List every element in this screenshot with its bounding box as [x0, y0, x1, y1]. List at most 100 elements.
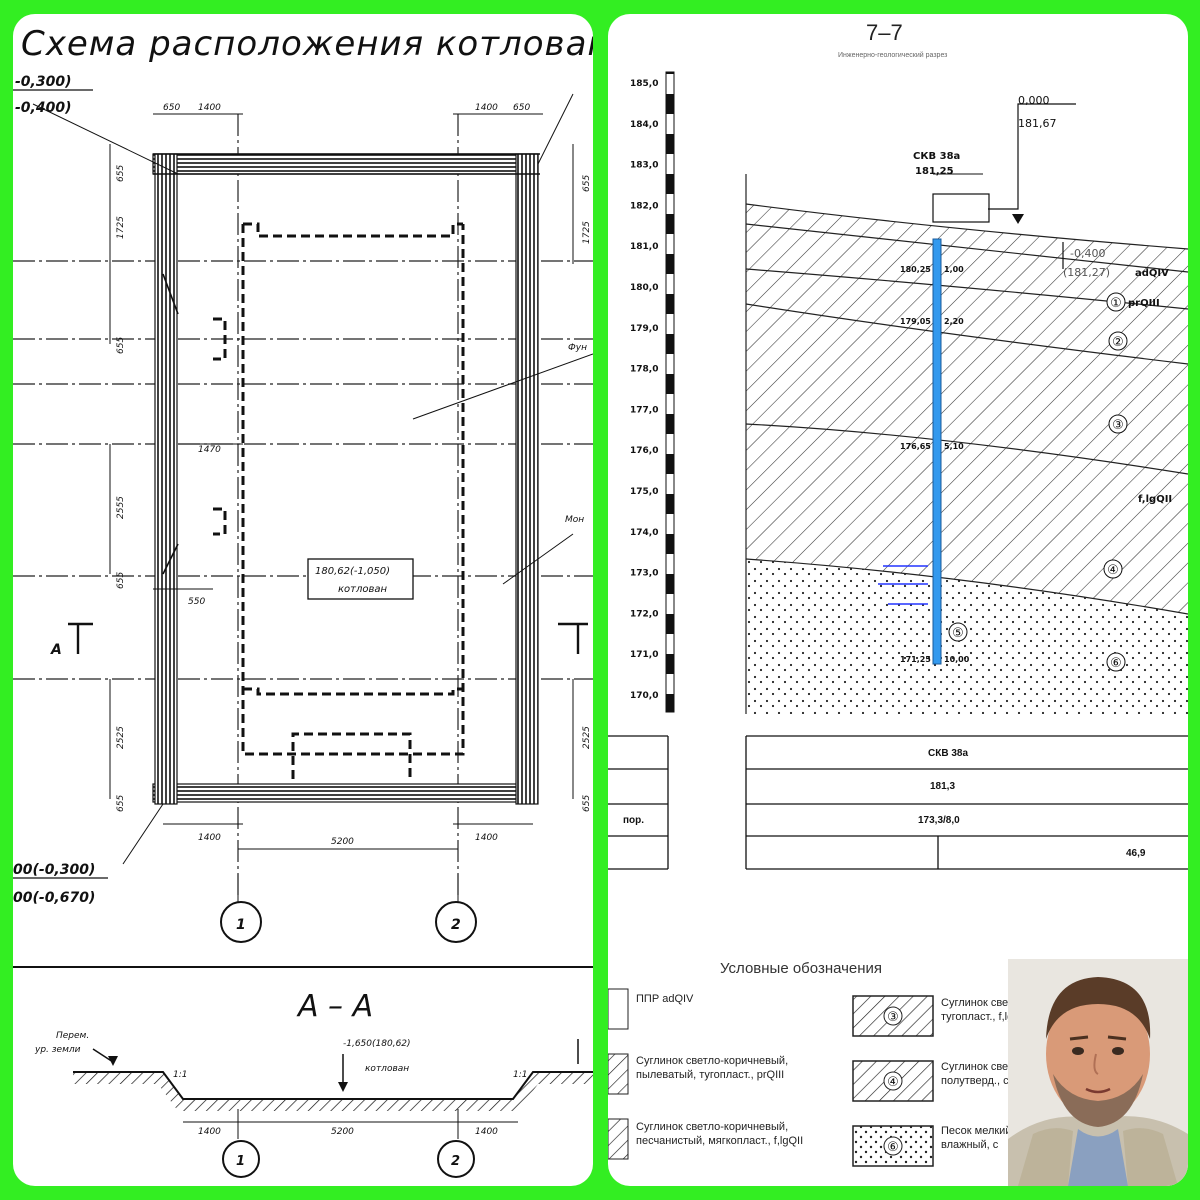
depth-val-4: 10,00	[944, 655, 970, 664]
vdim-right-4: 655	[582, 795, 592, 812]
callout-foundation: Фун	[568, 343, 587, 353]
dim-main: 5200	[331, 837, 354, 847]
level-bottom-1: 00(-0,300)	[13, 862, 95, 878]
depth-mark-4: 171,25	[900, 655, 931, 664]
legend-swatches: ③ ④ ⑥	[608, 988, 934, 1167]
aa-slope-right: 1:1	[513, 1070, 527, 1080]
vdim-left-6: 2525	[116, 726, 126, 749]
depth-val-3: 5,10	[944, 442, 964, 451]
table-row-dist: 46,9	[1126, 848, 1146, 859]
aa-slope-left: 1:1	[173, 1070, 187, 1080]
foundation-outline	[213, 222, 465, 779]
elevation-label: 173,0	[630, 569, 658, 579]
dim-top-4: 650	[513, 103, 530, 113]
elevation-label: 175,0	[630, 487, 658, 497]
elevation-label: 174,0	[630, 528, 658, 538]
dimension-lines	[32, 93, 593, 865]
legend-item-1: ППР adQIV	[636, 993, 694, 1005]
section-mark-label: А	[50, 642, 62, 658]
elevation-label: 180,0	[630, 283, 658, 293]
elevation-label: 171,0	[630, 650, 658, 660]
axis-label-1: 1	[236, 917, 246, 933]
depth-mark-1: 180,25	[900, 265, 931, 274]
dim-550: 550	[188, 597, 205, 607]
elevation-label: 182,0	[630, 201, 658, 211]
elevation-label: 181,0	[630, 242, 658, 252]
level-top-2: -0,400)	[15, 100, 72, 116]
vdim-left-3: 655	[116, 337, 126, 354]
level-bottom-2: 00(-0,670)	[13, 890, 95, 906]
mark-minus: -0,400	[1070, 247, 1105, 260]
dim-top-2: 1400	[198, 103, 221, 113]
vdim-left-2: 1725	[116, 216, 126, 239]
aa-dim-2: 5200	[331, 1127, 354, 1137]
elevation-label: 183,0	[630, 161, 658, 171]
legend-item-2: Суглинок светло-коричневый, пылеватый, т…	[636, 1055, 789, 1081]
table-row-label: пор.	[623, 815, 645, 826]
author-portrait-photo	[1008, 959, 1188, 1186]
table-row-elev: 181,3	[930, 781, 956, 792]
elevation-label: 172,0	[630, 609, 658, 619]
vdim-right-1: 655	[582, 175, 592, 192]
table-row-well: СКВ 38а	[928, 748, 969, 759]
vdim-right-3: 2525	[582, 726, 592, 749]
aa-axis-1: 1	[236, 1154, 245, 1169]
geo-section-subtitle: Инженерно-геологический разрез	[838, 52, 948, 59]
wall-left	[154, 153, 178, 805]
axis-label-2: 2	[451, 917, 461, 933]
dim-inner: 1470	[198, 445, 221, 455]
vdim-left-5: 655	[116, 572, 126, 589]
plan-title: Схема расположения котлован	[21, 24, 593, 64]
elevation-label: 176,0	[630, 446, 658, 456]
depth-mark-3: 176,65	[900, 442, 931, 451]
depth-val-2: 2,20	[944, 317, 964, 326]
table-row-depth: 173,3/8,0	[918, 815, 960, 826]
legend-num-3: ③	[887, 1010, 899, 1025]
legend-item-6: Песок мелкий, влажный, с	[941, 1125, 1015, 1151]
well-data-table	[608, 735, 1188, 870]
elevation-label: 178,0	[630, 365, 658, 375]
elevation-labels: 185,0 184,0 183,0 182,0 181,0 180,0 179,0 178,0…	[630, 79, 658, 701]
geo-code-3: f,lgQII	[1138, 494, 1172, 505]
geo-section-drawing: 185,0 184,0 183,0 182,0 181,0 180,0 179,0 178,0…	[608, 71, 1188, 870]
wall-right	[515, 153, 539, 805]
layer-num-3: ③	[1112, 418, 1124, 433]
vdim-left-1: 655	[116, 165, 126, 182]
borehole-column	[932, 238, 942, 665]
pit-label-box	[307, 558, 414, 600]
wall-bottom	[152, 783, 524, 803]
elevation-label: 179,0	[630, 324, 658, 334]
zero-abs: 181,67	[1018, 117, 1057, 130]
elevation-label: 170,0	[630, 691, 658, 701]
mark-minus-abs: (181,27)	[1063, 266, 1110, 279]
level-top-1: -0,300)	[15, 74, 72, 90]
pit-plan-drawing: 650 1400 1400 650 1400 1400 5200 1470 55…	[13, 74, 593, 1178]
aa-dim-3: 1400	[475, 1127, 498, 1137]
elevation-scale-bar	[665, 71, 675, 713]
dim-top-1: 650	[163, 103, 180, 113]
callout-monolith: Мон	[565, 515, 584, 525]
layer-num-5: ⑤	[952, 626, 964, 641]
layer-num-2: ②	[1112, 335, 1124, 350]
axis-bubble-1	[220, 901, 262, 943]
vdim-left-7: 655	[116, 795, 126, 812]
aa-dim-1: 1400	[198, 1127, 221, 1137]
legend-num-4: ④	[887, 1075, 899, 1090]
aa-left-label-1: Перем.	[56, 1031, 89, 1041]
well-head-box	[932, 193, 990, 223]
section-aa-drawing	[73, 1039, 593, 1139]
elevation-label: 177,0	[630, 405, 658, 415]
dim-bottom-2: 1400	[475, 833, 498, 843]
geo-code-1: adQIV	[1135, 268, 1169, 279]
pit-label-name: котлован	[338, 584, 388, 595]
aa-axis-2: 2	[451, 1154, 460, 1169]
well-elev: 181,25	[915, 166, 954, 177]
vdim-left-4: 2555	[116, 496, 126, 519]
dim-top-3: 1400	[475, 103, 498, 113]
elevation-label: 185,0	[630, 79, 658, 89]
depth-val-1: 1,00	[944, 265, 964, 274]
wall-top	[152, 153, 539, 175]
legend-item-3: Суглинок светло-коричневый, песчанистый,…	[636, 1121, 804, 1147]
axis-lines-vertical	[237, 114, 459, 899]
elevation-label: 184,0	[630, 120, 658, 130]
